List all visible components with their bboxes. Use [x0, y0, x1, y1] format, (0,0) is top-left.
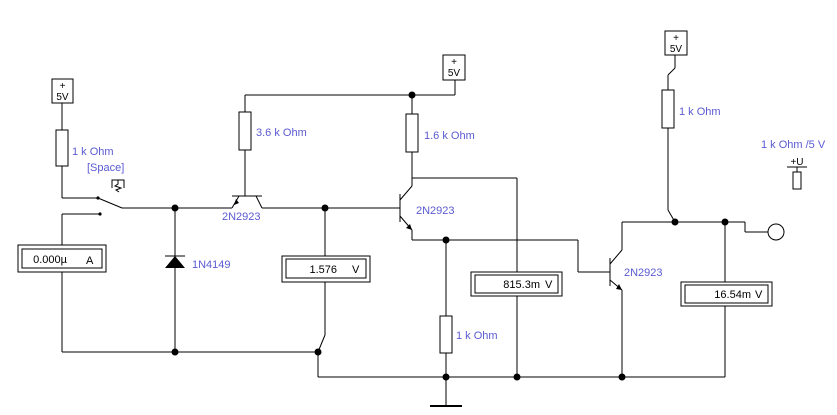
output-source: 1 k Ohm /5 V +U — [761, 139, 826, 190]
junctions — [171, 91, 729, 381]
supply-value: 5V — [670, 44, 683, 55]
transistor-q3: 2N2923 — [603, 222, 663, 291]
voltmeter-1-value: 1.576 — [309, 264, 337, 276]
resistor-base: 3.6 k Ohm — [238, 111, 307, 151]
diode: 1N4149 — [165, 255, 231, 271]
voltmeter-3-unit: V — [755, 289, 763, 301]
voltmeter-1: 1.576 V — [281, 255, 371, 283]
transistor-q1: 2N2923 — [222, 190, 263, 223]
ammeter-unit: A — [86, 255, 94, 267]
resistor-emitter: 1 k Ohm — [439, 315, 498, 354]
voltmeter-2: 815.3m V — [470, 271, 563, 297]
voltmeter-1-unit: V — [352, 264, 360, 276]
resistor-label: 1.6 k Ohm — [424, 130, 475, 142]
supply-value: 5V — [56, 92, 69, 103]
supply-5v-middle: + 5V — [442, 54, 466, 81]
resistor-collector: 1.6 k Ohm — [405, 113, 475, 153]
transistor-label: 2N2923 — [416, 205, 455, 217]
voltmeter-2-value: 815.3m — [503, 279, 540, 291]
supply-value: 5V — [448, 68, 461, 79]
diode-label: 1N4149 — [192, 259, 231, 271]
resistor-label: 1 k Ohm — [679, 106, 721, 118]
supply-symbol: + — [673, 33, 679, 44]
output-source-label: 1 k Ohm /5 V — [761, 139, 826, 151]
supply-5v-left: + 5V — [51, 78, 74, 104]
resistor-label: 1 k Ohm — [456, 330, 498, 342]
switch-key-label: [Space] — [87, 162, 124, 174]
resistor-label: 1 k Ohm — [72, 146, 114, 158]
output-source-symbol: +U — [790, 157, 803, 168]
switch[interactable]: [Space] — [87, 162, 125, 216]
supply-symbol: + — [60, 81, 66, 92]
ammeter: 0.000µ A — [17, 244, 107, 273]
voltmeter-3: 16.54m V — [680, 281, 773, 307]
transistor-q2: 2N2923 — [390, 178, 455, 238]
output-terminal — [767, 223, 785, 241]
transistor-label: 2N2923 — [624, 267, 663, 279]
resistor-label: 3.6 k Ohm — [256, 127, 307, 139]
voltmeter-3-value: 16.54m — [714, 289, 751, 301]
resistor-output: 1 k Ohm — [661, 89, 721, 129]
resistor-input: 1 k Ohm — [55, 129, 114, 167]
wires — [61, 55, 768, 406]
ammeter-value: 0.000µ — [33, 254, 68, 266]
voltmeter-2-unit: V — [545, 279, 553, 291]
supply-symbol: + — [451, 57, 457, 68]
supply-5v-right: + 5V — [664, 30, 688, 56]
transistor-label: 2N2923 — [222, 211, 261, 223]
